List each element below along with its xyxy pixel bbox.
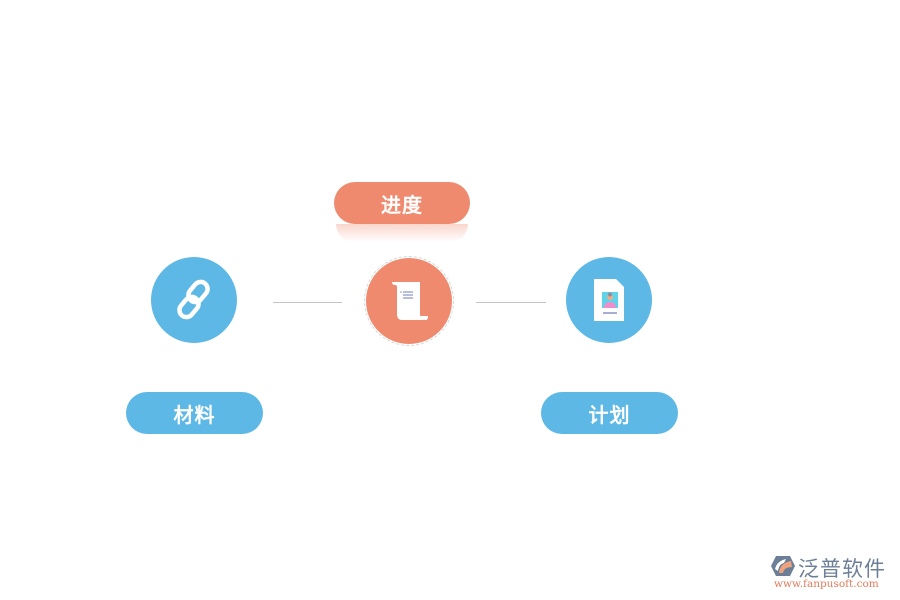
progress-node xyxy=(366,258,452,344)
scroll-document-icon xyxy=(392,282,428,320)
logo-name: 泛普软件 xyxy=(798,557,886,581)
chain-link-icon xyxy=(177,279,210,320)
materials-label-pill: 材料 xyxy=(126,392,263,434)
profile-document-icon xyxy=(594,279,624,321)
progress-node-ring xyxy=(364,256,454,346)
progress-pill-reflection xyxy=(336,224,468,242)
logo-mark-icon xyxy=(771,556,795,576)
logo-url: www.fanpusoft.com xyxy=(774,578,879,590)
plan-node xyxy=(566,257,652,343)
connector-line-right xyxy=(476,302,546,303)
plan-label-pill: 计划 xyxy=(541,392,678,434)
materials-node xyxy=(151,257,237,343)
materials-label: 材料 xyxy=(173,402,216,427)
progress-label: 进度 xyxy=(381,192,423,217)
connector-line-left xyxy=(273,302,342,303)
plan-label: 计划 xyxy=(588,402,631,427)
progress-label-pill: 进度 xyxy=(334,182,470,224)
fanpusoft-logo: 泛普软件 www.fanpusoft.com xyxy=(770,553,895,593)
